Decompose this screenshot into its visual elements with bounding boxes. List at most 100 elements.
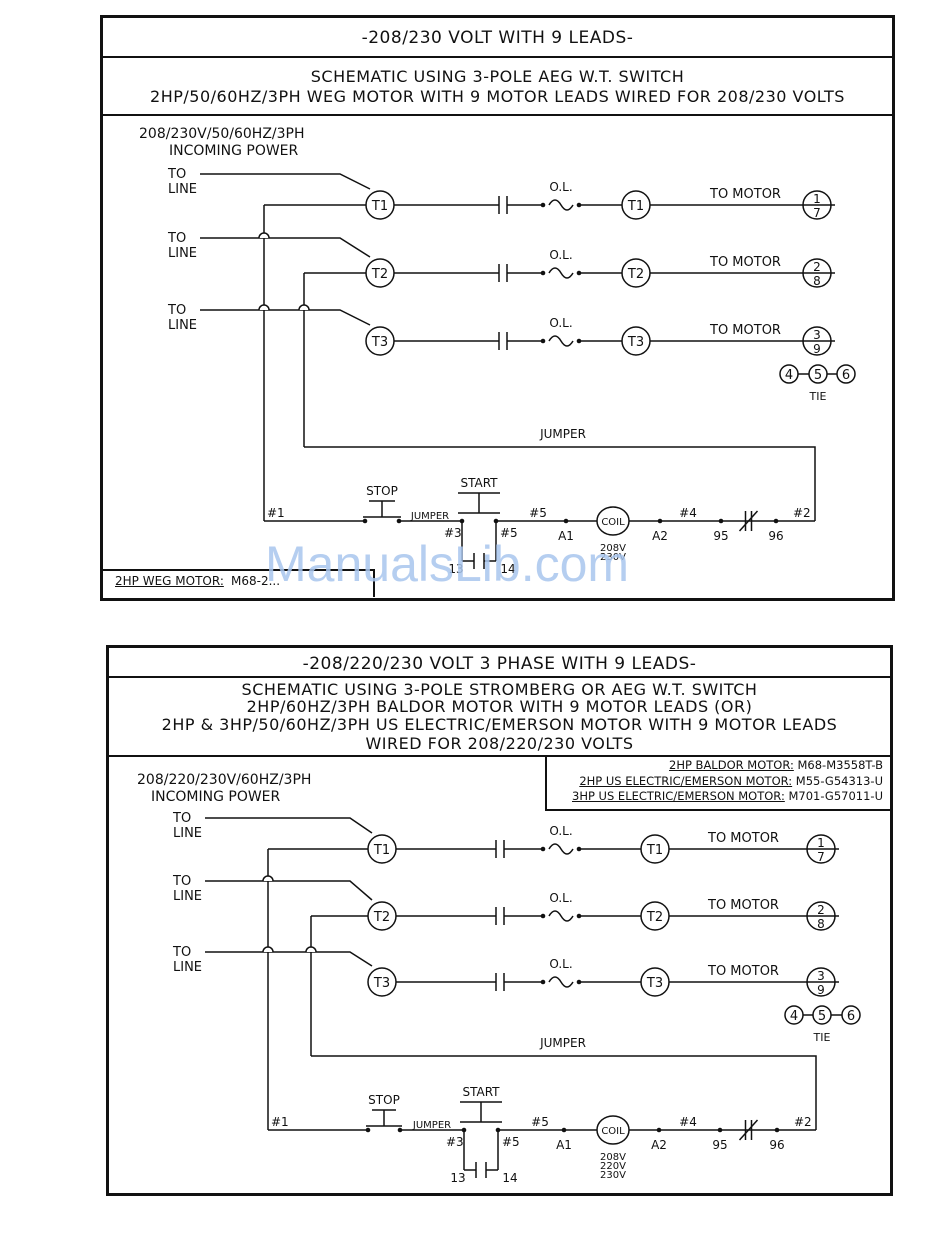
- panel2-subtitle-4: WIRED FOR 208/220/230 VOLTS: [365, 734, 634, 753]
- tie-node-label: 5: [814, 368, 822, 383]
- coil-voltage-label: 220V: [600, 1161, 626, 1172]
- to-line-label: LINE: [168, 318, 197, 333]
- contact-number-label: 13: [448, 562, 463, 576]
- tie-node-label: 4: [785, 368, 793, 383]
- tie-label: TIE: [813, 1031, 831, 1044]
- terminal-label: T3: [373, 976, 390, 991]
- control-jumper-label: JUMPER: [410, 511, 449, 522]
- to-line-label: LINE: [173, 960, 202, 975]
- to-line-label: LINE: [173, 826, 202, 841]
- coil-voltage-label: 230V: [600, 1170, 626, 1181]
- coil-label: COIL: [601, 1126, 625, 1137]
- terminal-label: T2: [646, 910, 663, 925]
- to-line-label: TO: [172, 811, 191, 826]
- terminal-label: T1: [646, 843, 663, 858]
- overload-terminal-label: 95: [713, 529, 728, 543]
- panel1-power-line-2: INCOMING POWER: [169, 143, 299, 159]
- to-motor-label: TO MOTOR: [707, 964, 779, 979]
- to-motor-label: TO MOTOR: [709, 187, 781, 202]
- junction-dot: [540, 202, 546, 208]
- panel2-subtitle-3: 2HP & 3HP/50/60HZ/3PH US ELECTRIC/EMERSO…: [161, 715, 838, 734]
- jumper-label: JUMPER: [539, 1036, 586, 1050]
- line-feed-wire: [200, 173, 371, 190]
- coil-voltage-label: 230V: [600, 552, 626, 563]
- wire-crossover: [305, 946, 317, 953]
- line-feed-wire: [205, 880, 373, 901]
- overload-label: O.L.: [549, 891, 572, 905]
- overload-label: O.L.: [549, 248, 572, 262]
- to-motor-label: TO MOTOR: [707, 898, 779, 913]
- overload-heater: [548, 910, 574, 922]
- wire-crossover: [258, 232, 270, 239]
- wire-number-label: #4: [679, 1115, 697, 1129]
- motor-table-row-1: 2HP BALDOR MOTOR: M68-M3558T-B: [553, 758, 883, 772]
- to-line-label: TO: [172, 874, 191, 889]
- wire-number-label: #1: [267, 506, 285, 520]
- wire-number-label: #2: [793, 506, 811, 520]
- to-line-label: LINE: [168, 246, 197, 261]
- to-line-label: TO: [167, 231, 186, 246]
- terminal-label: T3: [627, 335, 644, 350]
- schematic-panel-1: -208/230 VOLT WITH 9 LEADS- SCHEMATIC US…: [100, 15, 895, 601]
- terminal-label: T1: [373, 843, 390, 858]
- wire-number-label: #5: [502, 1135, 520, 1149]
- to-line-label: LINE: [168, 182, 197, 197]
- motor-lead-number: 1: [813, 192, 821, 206]
- motor-lead-number: 1: [817, 836, 825, 850]
- jumper-wire: [304, 446, 816, 521]
- wire-crossover: [298, 304, 310, 311]
- overload-label: O.L.: [549, 957, 572, 971]
- motor-lead-number: 2: [813, 260, 821, 274]
- to-line-label: LINE: [173, 889, 202, 904]
- overload-heater: [548, 843, 574, 855]
- to-motor-label: TO MOTOR: [707, 831, 779, 846]
- panel2-title: -208/220/230 VOLT 3 PHASE WITH 9 LEADS-: [302, 654, 697, 674]
- overload-heater: [548, 335, 574, 347]
- start-label: START: [462, 1085, 500, 1099]
- motor-table-label: 2HP BALDOR MOTOR:: [669, 758, 794, 772]
- panel1-title: -208/230 VOLT WITH 9 LEADS-: [361, 28, 634, 48]
- to-motor-label: TO MOTOR: [709, 255, 781, 270]
- motor-table-model: M55-G54313-U: [795, 774, 883, 788]
- motor-lead-number: 3: [813, 328, 821, 342]
- to-line-label: TO: [172, 945, 191, 960]
- overload-heater: [548, 267, 574, 279]
- overload-label: O.L.: [549, 316, 572, 330]
- overload-terminal-label: 96: [769, 1138, 784, 1152]
- contact-number-label: 14: [500, 562, 515, 576]
- motor-table-row-3: 3HP US ELECTRIC/EMERSON MOTOR: M701-G570…: [553, 789, 883, 803]
- terminal-label: T3: [646, 976, 663, 991]
- wire-number-label: #4: [679, 506, 697, 520]
- terminal-label: T1: [371, 199, 388, 214]
- control-jumper-label: JUMPER: [412, 1120, 451, 1131]
- panel1-footer-value: M68-2...: [231, 574, 281, 588]
- motor-lead-number: 8: [817, 917, 825, 931]
- coil-terminal-label: A1: [556, 1138, 572, 1152]
- motor-table-model: M68-M3558T-B: [797, 758, 884, 772]
- jumper-wire: [311, 1055, 817, 1130]
- coil-terminal-label: A2: [652, 529, 668, 543]
- coil-voltage-label: 208V: [600, 1152, 626, 1163]
- tie-label: TIE: [809, 390, 827, 403]
- terminal-label: T2: [627, 267, 644, 282]
- tie-node-label: 4: [790, 1009, 798, 1024]
- junction-dot: [540, 270, 546, 276]
- overload-heater: [548, 199, 574, 211]
- tie-node-label: 5: [818, 1009, 826, 1024]
- motor-table-label: 2HP US ELECTRIC/EMERSON MOTOR:: [579, 774, 793, 788]
- junction-dot: [540, 979, 546, 985]
- panel2-power-line-1: 208/220/230V/60HZ/3PH: [137, 772, 312, 788]
- contact-number-label: 14: [502, 1171, 517, 1185]
- contact-number-label: 13: [450, 1171, 465, 1185]
- junction-dot: [540, 338, 546, 344]
- motor-lead-number: 2: [817, 903, 825, 917]
- motor-table-row-2: 2HP US ELECTRIC/EMERSON MOTOR: M55-G5431…: [553, 774, 883, 788]
- wire-number-label: #5: [531, 1115, 549, 1129]
- wire-crossover: [258, 304, 270, 311]
- panel1-footer-label: 2HP WEG MOTOR:: [115, 574, 224, 588]
- wire-crossover: [262, 946, 274, 953]
- line-feed-wire: [205, 817, 373, 834]
- wire-number-label: #5: [500, 526, 518, 540]
